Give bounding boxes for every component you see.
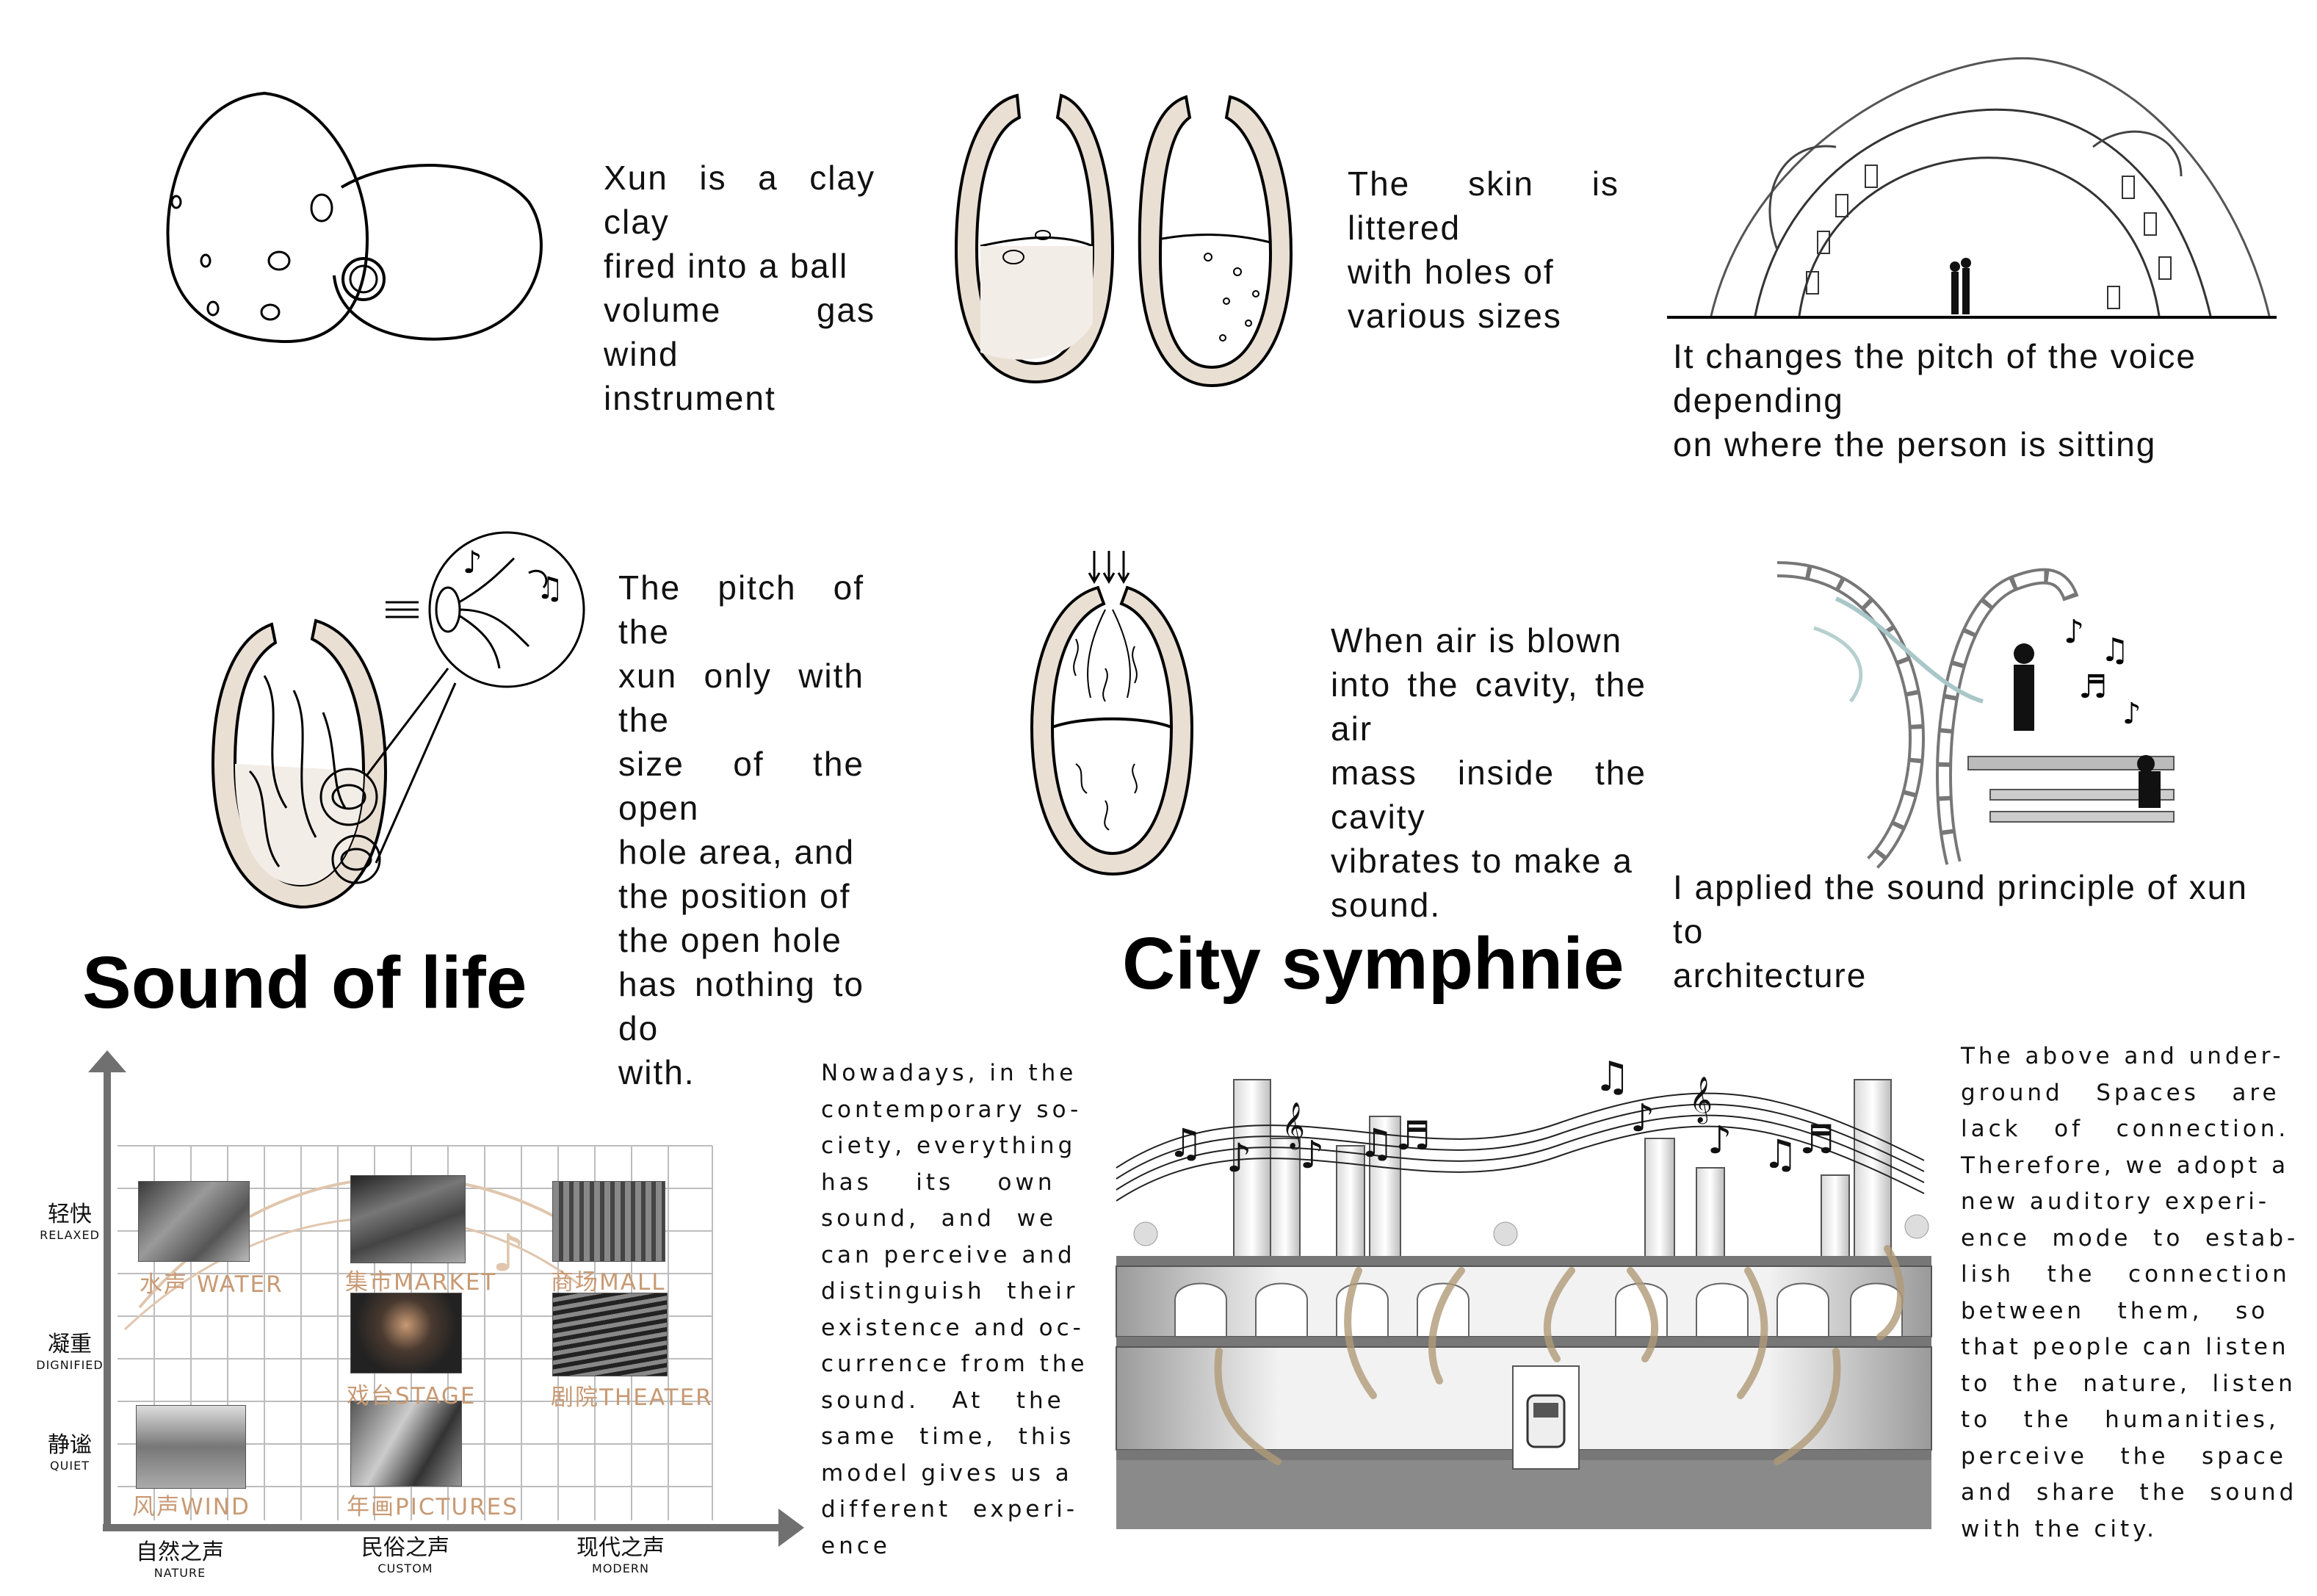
air-cavity-drawing <box>1030 551 1194 876</box>
pitch-hole-drawing: ♪ ♫ <box>211 531 585 909</box>
x-label-modern: 现代之声 MODERN <box>576 1535 665 1575</box>
theater-photo <box>552 1293 668 1376</box>
mall-photo <box>552 1181 665 1262</box>
applied-architecture-drawing: ♪ ♫ ♬ ♪ <box>1776 561 2175 869</box>
svg-text:♬: ♬ <box>1799 1116 1835 1163</box>
dome-section-drawing <box>1667 57 2277 319</box>
market-photo <box>350 1175 466 1263</box>
sound-of-life-paragraph: Nowadays, in the contemporary so- ciety,… <box>821 1060 1088 1559</box>
svg-text:♪: ♪ <box>1226 1135 1251 1181</box>
svg-text:♫: ♫ <box>1763 1131 1798 1177</box>
label-mall: 商场MALL <box>551 1269 666 1296</box>
svg-text:♫: ♫ <box>1594 1053 1630 1101</box>
label-stage: 戏台STAGE <box>347 1383 477 1409</box>
svg-text:♫: ♫ <box>1359 1120 1394 1166</box>
svg-text:♪: ♪ <box>2064 613 2084 651</box>
svg-text:♪: ♪ <box>1630 1097 1655 1141</box>
y-label-dignified: 凝重 DIGNIFIED <box>36 1332 104 1372</box>
water-photo <box>138 1181 250 1262</box>
xun-outline-drawing <box>166 91 543 344</box>
stage-photo <box>350 1293 462 1373</box>
y-label-relaxed: 轻快 RELAXED <box>40 1202 100 1242</box>
y-label-quiet: 静谧 QUIET <box>48 1432 92 1473</box>
applied-caption: I applied the sound principle of xun to … <box>1673 868 2248 994</box>
wind-photo <box>136 1405 246 1489</box>
city-symphonie-paragraph: The above and under- ground Spaces are l… <box>1961 1043 2299 1542</box>
svg-text:♪: ♪ <box>1300 1133 1324 1177</box>
svg-text:♪: ♪ <box>2122 697 2141 731</box>
pitch-seat-caption: It changes the pitch of the voice depend… <box>1673 337 2197 463</box>
svg-text:𝄞: 𝄞 <box>1689 1076 1713 1124</box>
svg-text:♪: ♪ <box>1707 1119 1732 1163</box>
label-wind: 风声WIND <box>132 1494 250 1520</box>
xun-intro-caption: Xun is a clay clay fired into a ball vol… <box>604 159 875 417</box>
pitch-hole-caption: The pitch of the xun only with the size … <box>618 568 864 1091</box>
svg-text:♫: ♫ <box>2100 632 2129 669</box>
label-water: 水声 WATER <box>140 1271 283 1298</box>
svg-text:♪: ♪ <box>463 544 482 580</box>
skin-caption: The skin is littered with holes of vario… <box>1348 165 1619 335</box>
label-pictures: 年画PICTURES <box>347 1494 518 1520</box>
city-symphonie-title: City symphnie <box>1122 922 1624 1005</box>
city-section-drawing: ♫♪ 𝄞♪ ♫♬ ♫♪ 𝄞♪ ♫♬ <box>1116 1053 1932 1529</box>
svg-text:♬: ♬ <box>1395 1113 1431 1159</box>
svg-text:♫: ♫ <box>536 570 564 606</box>
svg-text:♪: ♪ <box>492 1223 525 1283</box>
xun-section-drawing <box>954 93 1293 388</box>
svg-text:♫: ♫ <box>1168 1120 1203 1166</box>
air-cavity-caption: When air is blown into the cavity, the a… <box>1331 621 1647 924</box>
sound-of-life-title: Sound of life <box>82 942 527 1024</box>
x-label-custom: 民俗之声 CUSTOM <box>361 1535 449 1575</box>
x-label-nature: 自然之声 NATURE <box>136 1539 224 1580</box>
svg-text:♬: ♬ <box>2078 668 2107 706</box>
label-market: 集市MARKET <box>345 1269 497 1296</box>
pictures-photo <box>350 1401 462 1487</box>
svg-text:𝄞: 𝄞 <box>1282 1102 1305 1150</box>
label-theater: 剧院THEATER <box>551 1384 713 1411</box>
